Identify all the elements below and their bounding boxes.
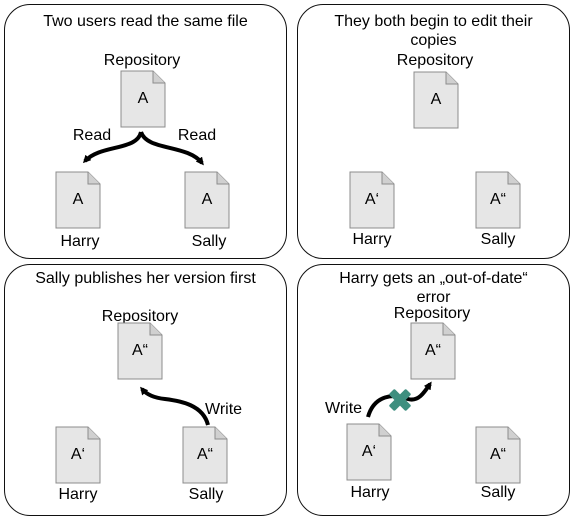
panel-publish: Sally publishes her version first Reposi…	[4, 264, 287, 516]
sally-label: Sally	[191, 233, 227, 250]
document-version: A“	[490, 191, 506, 208]
sally-label: Sally	[480, 231, 516, 248]
document-version: A‘	[364, 191, 380, 208]
document-version: A‘	[70, 446, 86, 463]
repository-label: Repository	[103, 52, 181, 69]
panel-title: Harry gets an „out-of-date“ error	[339, 270, 528, 306]
document-version: A	[137, 90, 149, 107]
read-label-left: Read	[72, 127, 112, 144]
document-version: A“	[132, 342, 148, 359]
write-label: Write	[205, 401, 243, 418]
repository-label: Repository	[396, 52, 474, 69]
sally-label: Sally	[188, 486, 224, 503]
document-version: A“	[490, 446, 506, 463]
write-label: Write	[325, 400, 363, 417]
read-label-right: Read	[177, 127, 217, 144]
panel-out-of-date: Harry gets an „out-of-date“ error Reposi…	[297, 264, 570, 516]
repository-label: Repository	[393, 305, 471, 322]
document-version: A“	[197, 446, 213, 463]
repository-label: Repository	[101, 308, 179, 325]
harry-document-icon: A	[55, 171, 101, 229]
harry-label: Harry	[352, 231, 392, 248]
harry-label: Harry	[350, 484, 390, 501]
document-version: A“	[425, 342, 441, 359]
sally-document-icon: A“	[475, 426, 521, 484]
sally-label: Sally	[480, 484, 516, 501]
panel-title: Two users read the same file	[43, 13, 248, 30]
harry-document-icon: A‘	[346, 423, 392, 481]
read-arrows	[82, 131, 204, 166]
repository-document-icon: A“	[117, 322, 163, 380]
document-version: A‘	[361, 443, 377, 460]
panel-title: Sally publishes her version first	[35, 270, 256, 287]
harry-document-icon: A‘	[349, 171, 395, 229]
repository-document-icon: A	[120, 70, 166, 128]
document-version: A	[430, 91, 442, 108]
document-version: A	[201, 191, 213, 208]
sally-document-icon: A“	[475, 171, 521, 229]
repository-document-icon: A“	[410, 322, 456, 380]
error-x-icon	[389, 389, 411, 411]
sally-document-icon: A“	[182, 426, 228, 484]
harry-label: Harry	[58, 486, 98, 503]
document-version: A	[72, 191, 84, 208]
harry-document-icon: A‘	[55, 426, 101, 484]
panel-edit: They both begin to edit their copies Rep…	[297, 4, 570, 259]
write-arrow-path	[140, 386, 210, 426]
sally-document-icon: A	[184, 171, 230, 229]
harry-label: Harry	[60, 233, 100, 250]
panel-read: Two users read the same file Repository …	[4, 4, 287, 259]
panel-title: They both begin to edit their copies	[334, 13, 533, 49]
write-arrow	[140, 386, 210, 426]
repository-document-icon: A	[413, 71, 459, 129]
write-arrow-path	[366, 381, 432, 418]
